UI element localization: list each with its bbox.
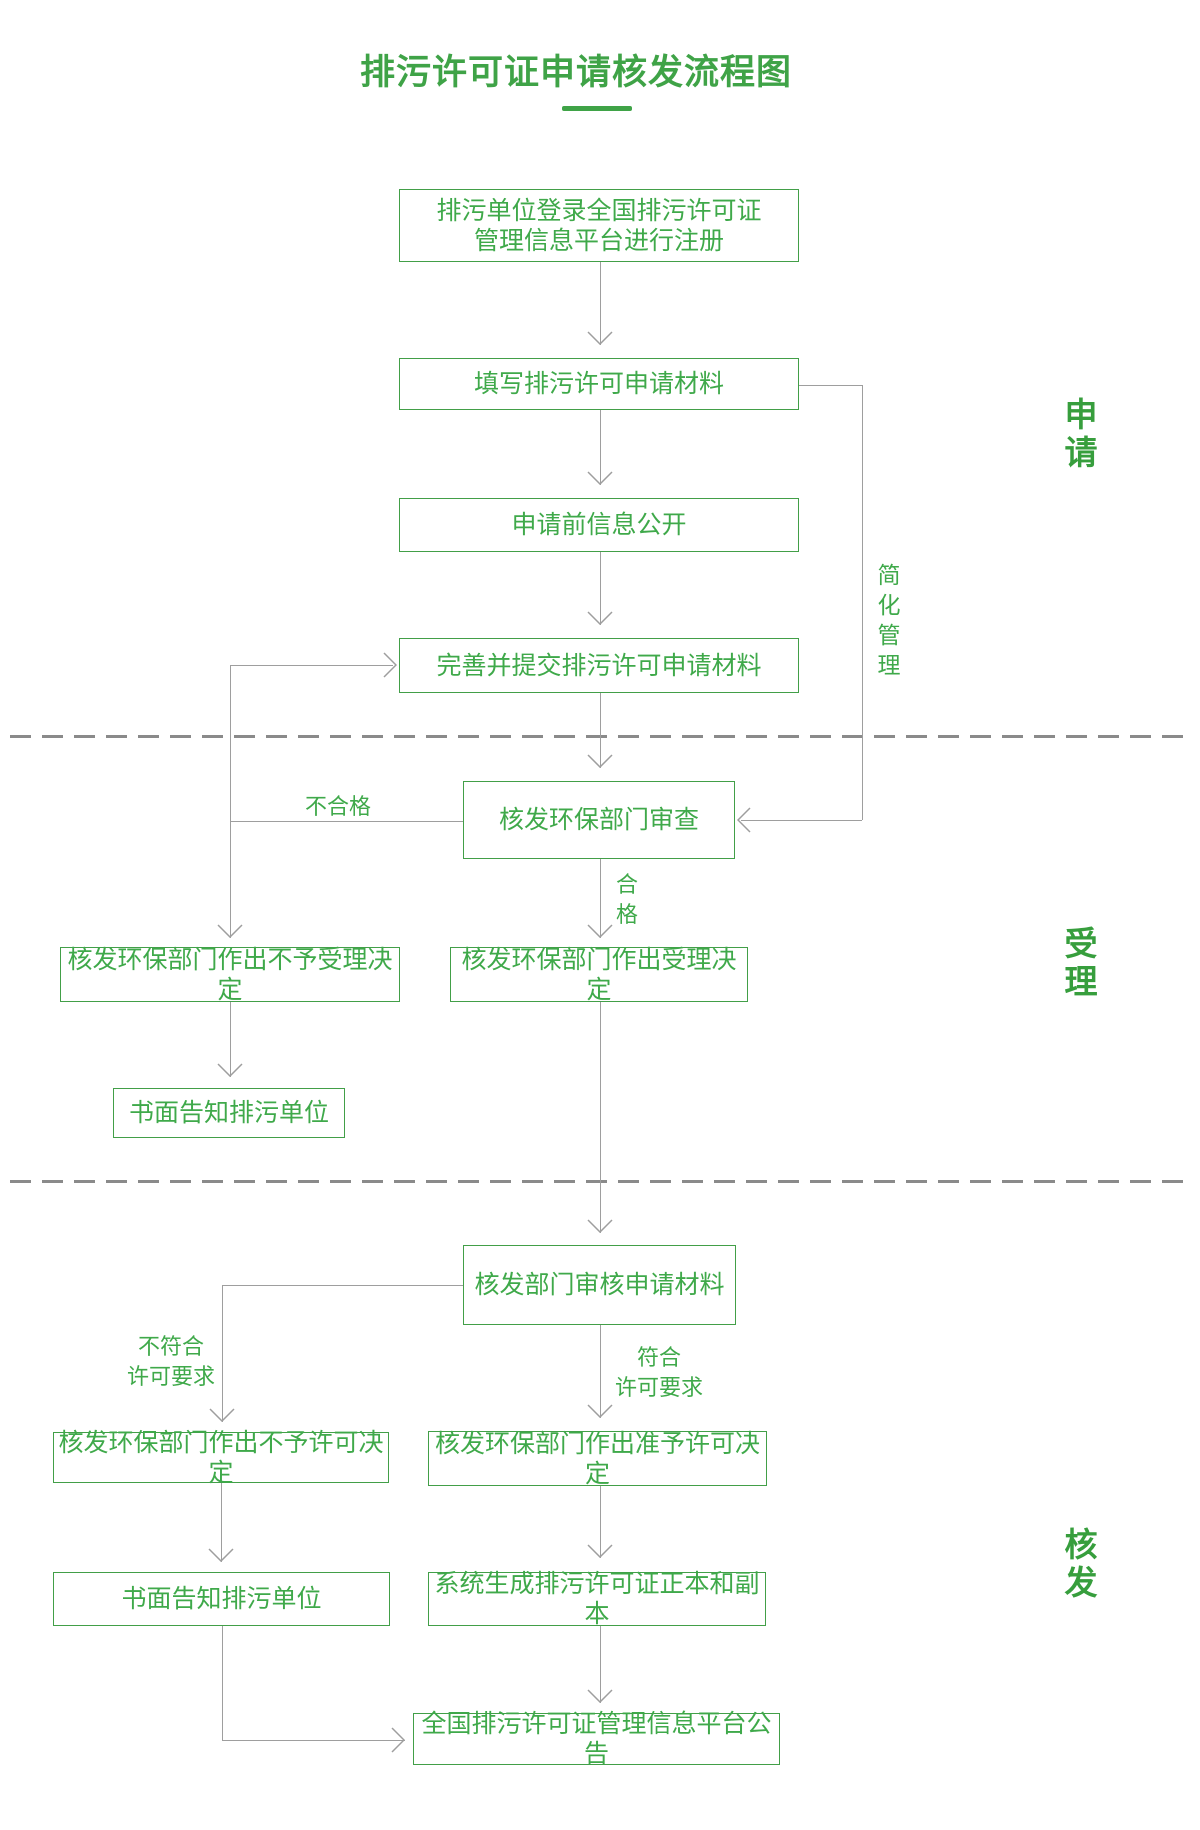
- node-pre-disclosure: 申请前信息公开: [399, 498, 799, 552]
- arrowhead-down-icon: [587, 611, 613, 625]
- arrowhead-down-icon: [587, 1544, 613, 1558]
- connector-grant-to-generate: [600, 1486, 601, 1558]
- edge-label-unqualified: 不合格: [305, 794, 372, 819]
- node-grant-permit: 核发环保部门作出准予许可决定: [428, 1430, 767, 1488]
- node-verify-materials: 核发部门审核申请材料: [463, 1245, 736, 1325]
- node-fill-materials: 填写排污许可申请材料: [399, 358, 799, 410]
- connector-review-to-accept: [600, 859, 601, 938]
- connector-submit-to-review: [600, 693, 601, 768]
- arrowhead-down-icon: [217, 1063, 243, 1077]
- connector-back-to-submit: [230, 665, 393, 666]
- edge-label-simplified-mgmt: 简 化 管 理: [877, 562, 901, 678]
- node-accept-decision: 核发环保部门作出受理决定: [450, 946, 748, 1004]
- connector-accept-to-verify: [600, 1002, 601, 1233]
- arrowhead-down-icon: [587, 471, 613, 485]
- node-submit-materials: 完善并提交排污许可申请材料: [399, 638, 799, 693]
- edge-label-meet: 符合 许可要求: [614, 1345, 703, 1400]
- arrowhead-down-icon: [587, 1219, 613, 1233]
- connector-verify-left: [222, 1285, 463, 1286]
- connector-fill-right: [799, 385, 862, 386]
- arrowhead-right-icon: [383, 652, 397, 678]
- connector-reject-to-notify1: [230, 1002, 231, 1077]
- connector-generate-to-announce: [600, 1626, 601, 1703]
- connector-review-left: [230, 821, 463, 822]
- title-underline: [562, 106, 632, 111]
- connector-simplified-vertical: [862, 385, 863, 820]
- node-notify-written-2: 书面告知排污单位: [53, 1572, 390, 1626]
- arrowhead-down-icon: [587, 1404, 613, 1418]
- connector-disclosure-to-submit: [600, 552, 601, 625]
- connector-register-to-fill: [600, 262, 601, 345]
- page-title: 排污许可证申请核发流程图: [359, 53, 792, 92]
- arrowhead-down-icon: [217, 924, 243, 938]
- arrowhead-down-icon: [208, 1548, 234, 1562]
- arrowhead-down-icon: [587, 924, 613, 938]
- section-label-accept: 受 理: [1064, 925, 1098, 1000]
- section-label-apply: 申 请: [1064, 396, 1098, 471]
- node-deny-permit: 核发环保部门作出不予许可决定: [53, 1429, 389, 1487]
- node-register: 排污单位登录全国排污许可证 管理信息平台进行注册: [399, 189, 799, 262]
- connector-verify-to-grant: [600, 1325, 601, 1418]
- arrowhead-down-icon: [587, 1689, 613, 1703]
- node-platform-announce: 全国排污许可证管理信息平台公告: [413, 1710, 780, 1768]
- connector-unqualified-vertical: [230, 665, 231, 938]
- edge-label-not-meet: 不符合 许可要求: [126, 1334, 215, 1389]
- node-reject-acceptance: 核发环保部门作出不予受理决定: [60, 946, 400, 1004]
- node-notify-written-1: 书面告知排污单位: [113, 1088, 345, 1138]
- section-label-issue: 核 发: [1064, 1526, 1098, 1601]
- arrowhead-down-icon: [587, 331, 613, 345]
- connector-fill-to-disclosure: [600, 410, 601, 485]
- arrowhead-left-icon: [737, 807, 751, 833]
- edge-label-qualified: 合 格: [615, 872, 638, 927]
- arrowhead-down-icon: [587, 754, 613, 768]
- arrowhead-down-icon: [209, 1408, 235, 1422]
- connector-simplified-into-review: [741, 820, 862, 821]
- connector-notmeet-vertical: [222, 1285, 223, 1422]
- connector-deny-to-notify2: [221, 1483, 222, 1562]
- node-generate-permit: 系统生成排污许可证正本和副本: [428, 1570, 766, 1628]
- connector-notify2-to-announce: [222, 1740, 405, 1741]
- arrowhead-right-icon: [391, 1727, 405, 1753]
- node-dept-review: 核发环保部门审查: [463, 781, 735, 859]
- connector-notify2-down: [222, 1626, 223, 1740]
